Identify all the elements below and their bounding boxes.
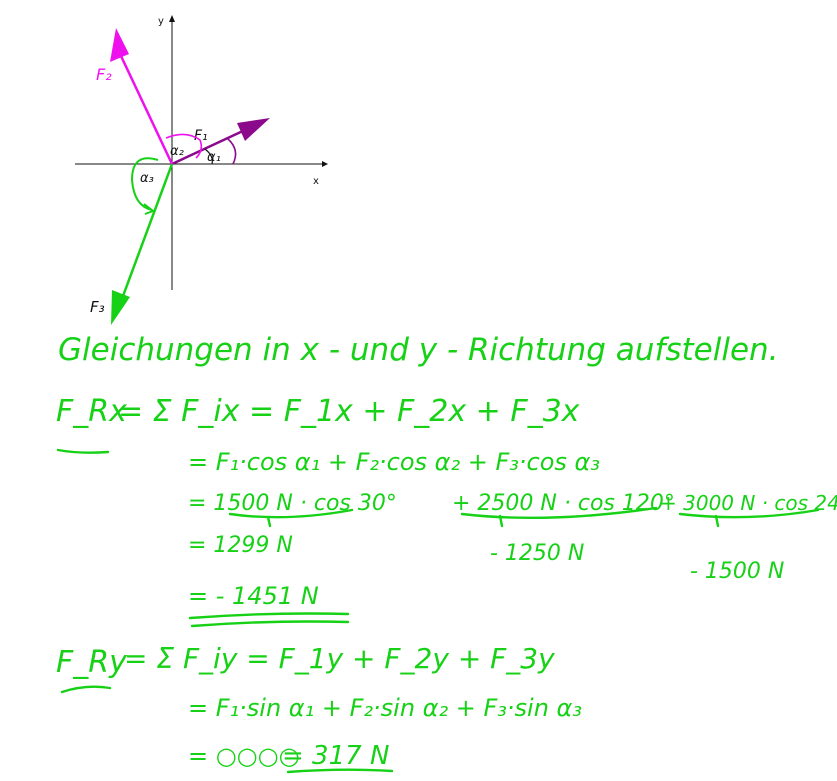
rx-brace2: [460, 506, 658, 528]
ry-lhs: F_Ry: [56, 645, 128, 680]
angle-alpha3-arc: [130, 157, 159, 211]
ry-line3-dots: = ○○○○: [188, 742, 300, 770]
rx-line1: = Σ F_ix = F_1x + F_2x + F_3x: [118, 394, 580, 429]
angle-alpha2-arc: [165, 133, 203, 159]
angle-alpha1-arc-outer: [227, 138, 237, 165]
rx-line2: = F₁·cos α₁ + F₂·cos α₂ + F₃·cos α₃: [188, 448, 600, 476]
force-f3-vector: [121, 163, 174, 297]
rx-line4-v1: = 1299 N: [188, 533, 293, 558]
force-f3-label: F₃: [90, 298, 105, 316]
y-axis-label: y: [158, 16, 164, 27]
angle-alpha3-arrowtip: [143, 203, 156, 215]
rx-lhs: F_Rx: [56, 394, 127, 429]
angle-alpha2-label: α₂: [170, 144, 184, 159]
y-axis-arrowhead: [169, 15, 175, 22]
angle-alpha1-label: α₁: [207, 150, 221, 165]
force-f3-arrowhead: [111, 290, 130, 325]
notes-heading: Gleichungen in x - und y - Richtung aufs…: [58, 332, 779, 368]
handwritten-notes: Gleichungen in x - und y - Richtung aufs…: [56, 332, 837, 774]
ry-lhs-underline: [60, 685, 112, 694]
ry-line2: = F₁·sin α₁ + F₂·sin α₂ + F₃·sin α₃: [188, 694, 582, 722]
angle-alpha3-label: α₃: [140, 171, 154, 186]
rx-line4-v2: - 1250 N: [490, 541, 584, 566]
rx-result-underline2: [190, 620, 350, 628]
rx-brace3: [678, 508, 820, 528]
rx-result: = - 1451 N: [188, 582, 319, 610]
force-f1-label: F₁: [194, 128, 208, 144]
x-axis-label: x: [313, 176, 319, 187]
rx-line3-term2: + 2500 N · cos 120°: [452, 491, 675, 516]
ry-result-underline: [286, 768, 394, 774]
force-f2-label: F₂: [96, 65, 112, 84]
force-f2-vector: [119, 55, 174, 165]
rx-line4-v3: - 1500 N: [690, 559, 784, 584]
force-f2-arrowhead: [110, 28, 129, 62]
rx-result-underline: [188, 612, 350, 620]
x-axis-arrowhead: [322, 161, 328, 167]
rx-line3-term1: = 1500 N · cos 30°: [188, 491, 397, 516]
rx-lhs-underline: [56, 448, 110, 454]
force-f1-arrowhead: [237, 118, 270, 141]
rx-brace1: [228, 508, 354, 528]
ry-line1: = Σ F_iy = F_1y + F_2y + F_3y: [124, 642, 555, 675]
force-diagram: x y F₁ α₁ F₂ α₂ F₃ α₃: [75, 15, 328, 325]
angle-alpha1-arc: [204, 148, 213, 165]
ry-line3-result: = 317 N: [282, 741, 389, 771]
force-f1-vector: [171, 128, 246, 166]
